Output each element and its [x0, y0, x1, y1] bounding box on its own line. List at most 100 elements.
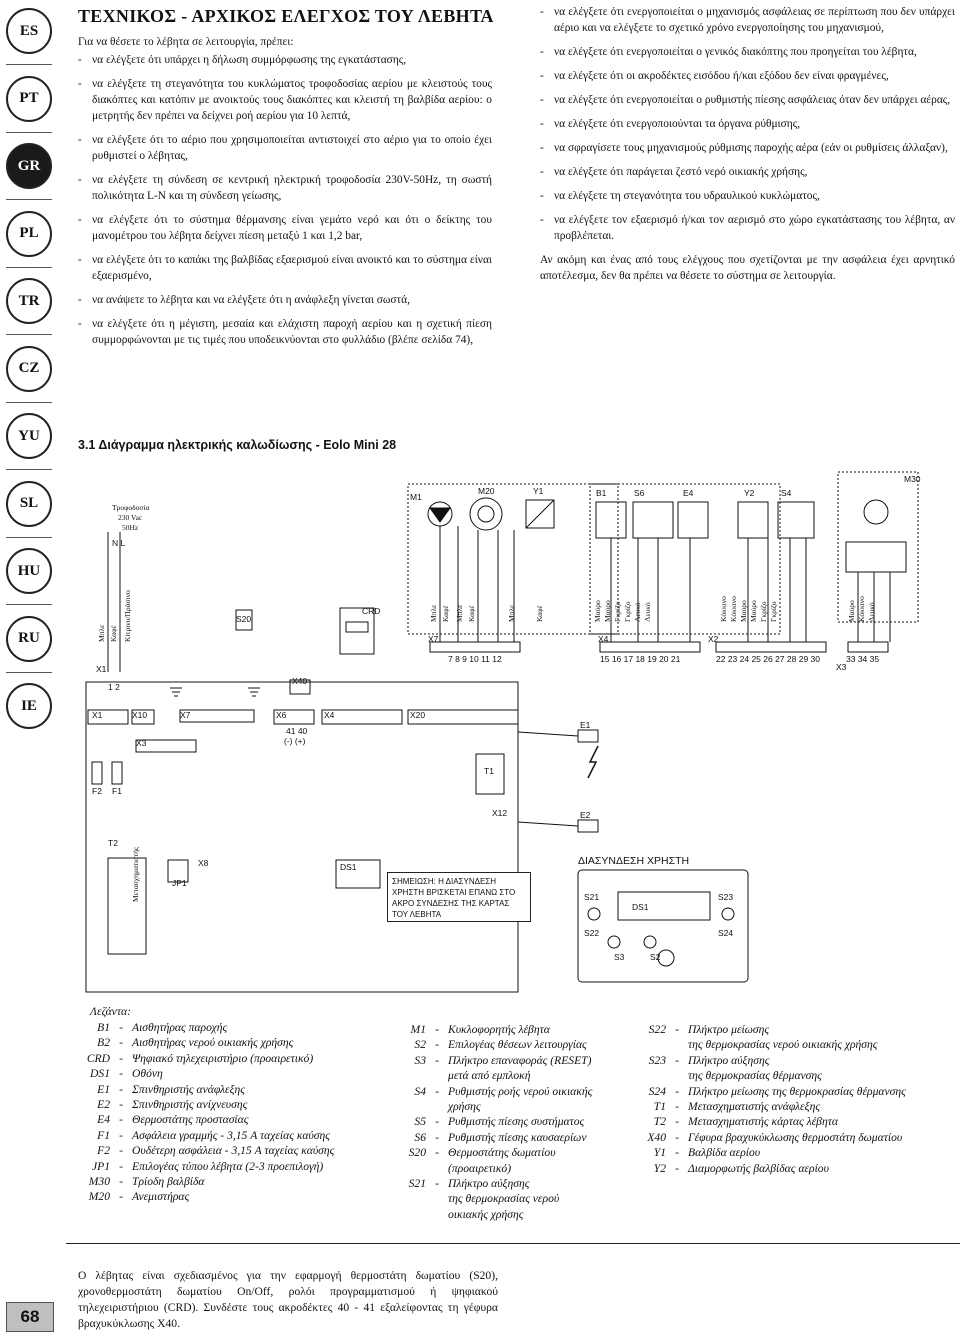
legend-entry: S24-Πλήκτρο μείωσης της θερμοκρασίας θέρ…: [648, 1084, 906, 1098]
svg-text:X7: X7: [428, 634, 439, 644]
language-tab-hu[interactable]: HU: [6, 548, 52, 594]
legend-entry: DS1-Οθόνη: [90, 1067, 163, 1081]
legend-entry: S2-Επιλογέας θέσεων λειτουργίας: [414, 1038, 587, 1052]
wire-color-label: Μπλε: [455, 605, 464, 622]
wire-color-label: Κόκκινο: [719, 596, 728, 622]
component-block-1: [407, 483, 619, 635]
legend-entry: E4-Θερμοστάτης προστασίας: [97, 1113, 249, 1127]
legend-entry: οικιακής χρήσης: [448, 1207, 524, 1221]
legend-entry: S3-Πλήκτρο επαναφοράς (RESET): [414, 1053, 592, 1067]
checklist-item: -να ελέγξετε τη στεγανότητα του υδραυλικ…: [540, 190, 820, 202]
checklist-item: -να ελέγξετε ότι ενεργοποιείται ο ρυθμισ…: [540, 94, 951, 106]
wire-color-label: Μπλε: [429, 605, 438, 622]
svg-text:X4: X4: [598, 634, 609, 644]
svg-text:E4: E4: [683, 488, 694, 498]
wire-color-label: Λευκό: [633, 602, 642, 622]
language-separator: [6, 266, 52, 268]
svg-text:7 8 9 10 11 12: 7 8 9 10 11 12: [448, 654, 502, 664]
wire-color-label: Γκρίζο: [613, 601, 622, 622]
wire-color-label: Μπλε: [97, 625, 106, 642]
legend-entry: X40-Γέφυρα βραχυκύκλωσης θερμοστάτη δωμα…: [647, 1130, 903, 1144]
checklist-item: -να ανάψετε το λέβητα και να ελέγξετε ότ…: [78, 294, 410, 306]
language-tab-pt[interactable]: PT: [6, 75, 52, 122]
checklist-item: -να ελέγξετε ότι το σύστημα θέρμανσης εί…: [78, 214, 492, 242]
checklist-item: -να ελέγξετε τη σύνδεση σε κεντρική ηλεκ…: [78, 174, 492, 202]
checklist-item: -να ελέγξετε ότι ενεργοποιείται ο γενικό…: [540, 46, 917, 58]
thermostat-e4: [677, 501, 709, 539]
legend-entry: της θερμοκρασίας θέρμανσης: [688, 1069, 822, 1083]
legend-entry: της θερμοκρασίας νερού: [448, 1192, 560, 1206]
legend-entry: JP1-Επιλογέας τύπου λέβητα (2-3 προεπιλο…: [91, 1159, 324, 1173]
svg-text:X7: X7: [180, 710, 191, 720]
svg-text:Y1: Y1: [533, 486, 544, 496]
legend-entry: M1-Κυκλοφορητής λέβητα: [410, 1023, 550, 1036]
page-title: ΤΕΧΝΙΚΟΣ - ΑΡΧΙΚΟΣ ΕΛΕΓΧΟΣ ΤΟΥ ΛΕΒΗΤΑ: [78, 6, 494, 26]
language-separator: [6, 64, 52, 65]
legend-entry: μετά από εμπλοκή: [448, 1069, 531, 1083]
section-title: 3.1 Διάγραμμα ηλεκτρικής καλωδίωσης - Eo…: [78, 438, 397, 452]
wire-color-label: Μαύρο: [739, 600, 748, 622]
svg-text:S24: S24: [718, 928, 733, 938]
svg-text:X3: X3: [136, 738, 147, 748]
main-board-outline: [85, 681, 519, 993]
room-thermostat-s20: [235, 609, 253, 631]
wire-color-label: Μαύρο: [603, 600, 612, 622]
legend-entry: S22-Πλήκτρο μείωσης: [648, 1023, 770, 1036]
closing-paragraph: Αν ακόμη και ένας από τους ελέγχους που …: [540, 254, 955, 282]
legend-entry: CRD-Ψηφιακό τηλεχειριστήριο (προαιρετικό…: [86, 1051, 314, 1065]
language-tab-ie[interactable]: IE: [6, 683, 52, 729]
language-tab-yu[interactable]: YU: [6, 413, 52, 459]
legend-entry: T1-Μετασχηματιστής ανάφλεξης: [653, 1100, 821, 1114]
wiring-diagram: Τροφοδοσία 230 Vac 50Hz N L X1 1 2 M1 M2…: [78, 462, 948, 1002]
language-tab-gr[interactable]: GR: [6, 143, 52, 189]
language-tab-cz[interactable]: CZ: [6, 345, 52, 392]
sensor-b1: [595, 501, 627, 539]
legend-column-3: S22-Πλήκτρο μείωσης της θερμοκρασίας νερο…: [628, 1022, 958, 1176]
legend-entry: Y1-Βαλβίδα αερίου: [653, 1146, 761, 1160]
legend-entry: της θερμοκρασίας νερού οικιακής χρήσης: [688, 1038, 878, 1052]
left-column: Για να θέσετε το λέβητα σε λειτουργία, π…: [78, 34, 492, 356]
svg-text:1 2: 1 2: [108, 682, 120, 692]
language-tab-pl[interactable]: PL: [6, 210, 52, 257]
diagram-labels: Τροφοδοσία 230 Vac 50Hz N L X1 1 2 M1 M2…: [92, 474, 921, 962]
legend-entry: S23-Πλήκτρο αύξησης: [648, 1053, 770, 1067]
svg-text:22 23 24 25 26 27 28 29 30: 22 23 24 25 26 27 28 29 30: [716, 654, 820, 664]
language-separator: [6, 671, 52, 673]
wire-color-label: Κόκκινο: [729, 596, 738, 622]
svg-text:S3: S3: [614, 952, 625, 962]
gas-valve-symbol: [525, 499, 555, 529]
svg-text:X20: X20: [410, 710, 425, 720]
svg-text:X1: X1: [92, 710, 103, 720]
component-block-2: [589, 483, 781, 635]
legend-entry: χρήσης: [448, 1100, 481, 1114]
user-interface-panel: [577, 869, 749, 983]
svg-text:T1: T1: [484, 766, 494, 776]
svg-text:S23: S23: [718, 892, 733, 902]
diagram-note: ΣΗΜΕΙΩΣΗ: Η ΔΙΑΣΥΝΔΕΣΗ ΧΡΗΣΤΗ ΒΡΙΣΚΕΤΑΙ …: [387, 872, 531, 922]
checklist-item: -να ελέγξετε ότι ενεργοποιούνται τα όργα…: [540, 118, 801, 130]
legend-title: Λεζάντα:: [90, 1005, 131, 1018]
svg-text:X6: X6: [276, 710, 287, 720]
board-transformer: [107, 857, 147, 955]
left-checklist: -να ελέγξετε ότι υπάρχει η δήλωση συμμόρ…: [78, 52, 492, 348]
svg-text:15 16 17 18 19 20 21: 15 16 17 18 19 20 21: [600, 654, 681, 664]
svg-text:E1: E1: [580, 720, 591, 730]
checklist-item: -να ελέγξετε ότι η μέγιστη, μεσαία και ε…: [78, 318, 492, 346]
legend-entry: Y2-Διαμορφωτής βαλβίδας αερίου: [653, 1161, 829, 1175]
divider: [66, 1243, 960, 1244]
checklist-item: -να ελέγξετε ότι οι ακροδέκτες εισόδου ή…: [540, 70, 889, 82]
fan-symbol: [469, 497, 503, 531]
language-tab-sl[interactable]: SL: [6, 480, 52, 527]
language-tab-ru[interactable]: RU: [6, 615, 52, 662]
power-wires: [107, 532, 121, 672]
page-number: 68: [6, 1302, 54, 1332]
svg-text:S22: S22: [584, 928, 599, 938]
wire-color-label: Κόκκινο: [857, 596, 866, 622]
language-tab-tr[interactable]: TR: [6, 278, 52, 324]
language-tab-es[interactable]: ES: [6, 8, 52, 54]
language-separator: [6, 334, 52, 335]
svg-text:X3: X3: [836, 662, 847, 672]
svg-text:S6: S6: [634, 488, 645, 498]
component-block-3: [837, 471, 919, 623]
